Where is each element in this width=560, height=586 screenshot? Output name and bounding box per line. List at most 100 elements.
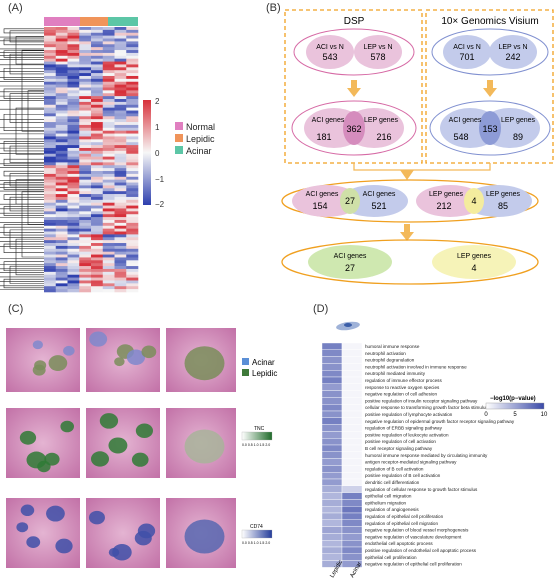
- heatmap-cell: [102, 35, 115, 39]
- tissue-region: [63, 345, 75, 356]
- go-term-label: regulation of cellular response to growt…: [365, 487, 478, 492]
- heatmap-cell: [79, 133, 92, 137]
- heatmap-cell: [67, 87, 80, 91]
- tissue-region: [89, 331, 108, 347]
- heatmap-cell: [91, 127, 104, 131]
- go-cell-acinar: [341, 444, 363, 453]
- heatmap-cell: [91, 119, 104, 123]
- heatmap-cell: [114, 257, 127, 261]
- heatmap-cell: [114, 208, 127, 212]
- heatmap-cell: [126, 41, 139, 45]
- dsp-title: DSP: [344, 16, 365, 27]
- vis-down-arrow: [483, 88, 497, 97]
- heatmap-cell: [55, 29, 68, 34]
- heatmap-cell: [91, 133, 104, 137]
- heatmap-cell: [44, 248, 57, 252]
- go-term-label: positive regulation of leukocyte activat…: [365, 432, 449, 437]
- vis-lep-vs-n-value: 242: [505, 52, 520, 62]
- heatmap-cell: [67, 194, 80, 198]
- heatmap-cell: [44, 136, 57, 140]
- heatmap-cell: [79, 119, 92, 123]
- heatmap-cell: [44, 32, 57, 36]
- heatmap-cell: [44, 147, 57, 152]
- go-cell-acinar: [341, 356, 363, 364]
- heatmap-cell: [114, 133, 127, 137]
- go-cell-lepidic: [321, 451, 343, 459]
- compare-outline: [281, 179, 539, 223]
- heatmap-cell: [55, 214, 68, 218]
- heatmap-cell: [102, 263, 115, 267]
- go-cell-lepidic: [321, 546, 343, 555]
- heatmap-cell: [67, 176, 80, 180]
- heatmap-cell: [126, 243, 139, 247]
- heatmap-cell: [67, 147, 80, 152]
- heatmap-cell: [67, 173, 80, 178]
- heatmap-cell: [44, 280, 57, 284]
- heatmap-cell: [114, 101, 127, 106]
- heatmap-cell: [114, 127, 127, 131]
- heatmap-cell: [114, 191, 127, 195]
- heatmap-cell: [67, 171, 80, 175]
- heatmap-cell: [55, 251, 68, 255]
- go-term-label: neutrophil activation: [365, 351, 406, 356]
- heatmap-cell: [91, 153, 104, 157]
- heatmap-cell: [55, 165, 68, 169]
- heatmap-cell: [126, 228, 139, 232]
- vis-vs-n-outline: [431, 28, 549, 76]
- heatmap-cell: [102, 55, 115, 59]
- go-cell-lepidic: [321, 383, 343, 391]
- heatmap-cell: [91, 27, 104, 31]
- dsp-lep-vs-n-label: LEP vs N: [363, 44, 392, 51]
- heatmap-cell: [79, 179, 92, 183]
- heatmap-cell: [55, 136, 68, 140]
- heatmap-cell: [55, 93, 68, 97]
- heatmap-cell: [55, 179, 68, 183]
- heatmap-cell: [44, 274, 57, 278]
- heatmap-cell: [55, 32, 68, 36]
- heatmap-cell: [91, 234, 104, 238]
- heatmap-cell: [102, 75, 115, 80]
- heatmap-cell: [55, 124, 68, 129]
- heatmap-cell: [55, 260, 68, 264]
- heatmap-cell: [44, 191, 57, 195]
- annotation-normal: [44, 17, 72, 26]
- heatmap-cell: [91, 245, 104, 250]
- heatmap-cell: [44, 271, 57, 276]
- dsp-aci-vs-n-label: ACI vs N: [316, 44, 344, 51]
- heatmap-cell: [102, 96, 115, 100]
- go-cell-acinar: [341, 546, 363, 555]
- lep-compare-right-count: 85: [498, 201, 508, 211]
- heatmap-cell: [55, 130, 68, 134]
- go-cell-lepidic: [321, 458, 343, 466]
- heatmap-cell: [91, 113, 104, 117]
- dsp-down-arrow-stem: [351, 80, 357, 89]
- heatmap-cell: [67, 240, 80, 244]
- aci-compare-left-count: 154: [312, 201, 327, 211]
- heatmap-cell: [67, 165, 80, 169]
- heatmap-cell: [102, 289, 115, 293]
- heatmap-cell: [79, 116, 92, 120]
- heatmap-cell: [114, 113, 127, 117]
- heatmap-cell: [55, 194, 68, 198]
- heatmap-cell: [126, 219, 139, 224]
- heatmap-cell: [91, 274, 104, 278]
- heatmap-cell: [79, 32, 92, 36]
- heatmap-cell: [126, 35, 139, 39]
- heatmap-cell: [79, 182, 92, 186]
- go-term-label: epithelium migration: [365, 500, 407, 505]
- heatmap-cell: [91, 116, 104, 120]
- heatmap-cell: [91, 202, 104, 206]
- heatmap-cell: [91, 44, 104, 48]
- tissue-region: [88, 510, 105, 525]
- go-cell-lepidic: [321, 356, 343, 364]
- heatmap-cell: [44, 289, 57, 293]
- heatmap-cell: [55, 35, 68, 39]
- heatmap-cell: [126, 99, 139, 103]
- heatmap-cell: [79, 263, 92, 267]
- heatmap-cell: [126, 237, 139, 241]
- heatmap-cell: [102, 50, 115, 54]
- aci-compare-mid-count: 27: [345, 196, 355, 206]
- heatmap-cell: [44, 245, 57, 250]
- heatmap-cell: [102, 211, 115, 215]
- heatmap-cell: [44, 176, 57, 180]
